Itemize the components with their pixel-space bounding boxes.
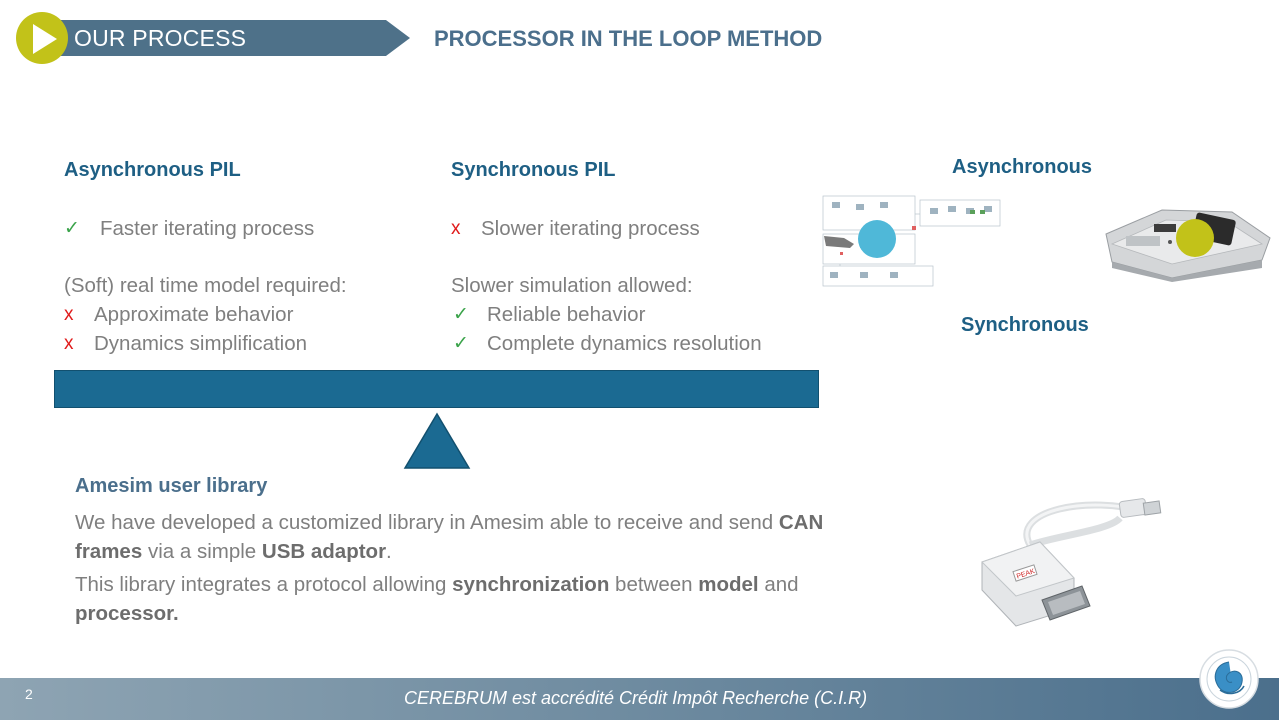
- bold-span: model: [698, 573, 759, 596]
- text-span: This library integrates a protocol allow…: [75, 573, 453, 596]
- section-banner: [40, 20, 410, 56]
- text-span: We have developed a customized library i…: [75, 511, 779, 534]
- sync-pro-item: Reliable behavior: [487, 303, 646, 326]
- check-icon: ✓: [453, 304, 469, 325]
- async-marker-yellow: [1176, 219, 1214, 257]
- text-span: via a simple: [142, 540, 262, 563]
- sync-con-item: Slower iterating process: [481, 217, 700, 240]
- footer-bar: [0, 678, 1279, 720]
- company-logo-icon: [1199, 649, 1259, 709]
- async-label: Asynchronous: [952, 156, 1093, 178]
- usb-can-adapter-image: PEAK: [981, 498, 1162, 627]
- text-span: and: [758, 573, 799, 596]
- text-span: between: [609, 573, 699, 596]
- sync-allowance: Slower simulation allowed:: [451, 274, 693, 297]
- check-icon: ✓: [453, 333, 469, 354]
- text-span: .: [386, 540, 392, 563]
- bold-span: CAN frames: [75, 511, 824, 563]
- async-con-item: Approximate behavior: [94, 303, 294, 326]
- bold-span: synchronization: [452, 573, 610, 596]
- async-pro-item: Faster iterating process: [100, 217, 315, 240]
- async-pil-title: Asynchronous PIL: [64, 159, 241, 181]
- check-icon: ✓: [64, 218, 80, 239]
- section-label: OUR PROCESS: [74, 25, 247, 51]
- simulation-schematic-image: [820, 192, 1005, 290]
- slide-title: PROCESSOR IN THE LOOP METHOD: [434, 26, 823, 51]
- library-paragraph-1: We have developed a customized library i…: [75, 508, 895, 566]
- sync-pro-item: Complete dynamics resolution: [487, 332, 762, 355]
- bold-span: USB adaptor: [261, 540, 387, 563]
- async-marker-cyan: [858, 220, 896, 258]
- bold-span: processor.: [75, 602, 179, 625]
- async-requirement: (Soft) real time model required:: [64, 274, 347, 297]
- play-icon: [33, 24, 57, 54]
- async-con-item: Dynamics simplification: [94, 332, 308, 355]
- sync-label: Synchronous: [961, 314, 1089, 336]
- cross-icon: x: [64, 304, 74, 325]
- library-title: Amesim user library: [75, 475, 268, 497]
- library-paragraph-2: This library integrates a protocol allow…: [75, 570, 895, 628]
- sync-pil-title: Synchronous PIL: [451, 159, 616, 181]
- cross-icon: x: [451, 218, 461, 239]
- page-number: 2: [25, 686, 33, 702]
- fulcrum-triangle: [403, 412, 471, 469]
- footer-text: CEREBRUM est accrédité Crédit Impôt Rech…: [404, 688, 868, 708]
- cross-icon: x: [64, 333, 74, 354]
- balance-beam: [54, 370, 819, 408]
